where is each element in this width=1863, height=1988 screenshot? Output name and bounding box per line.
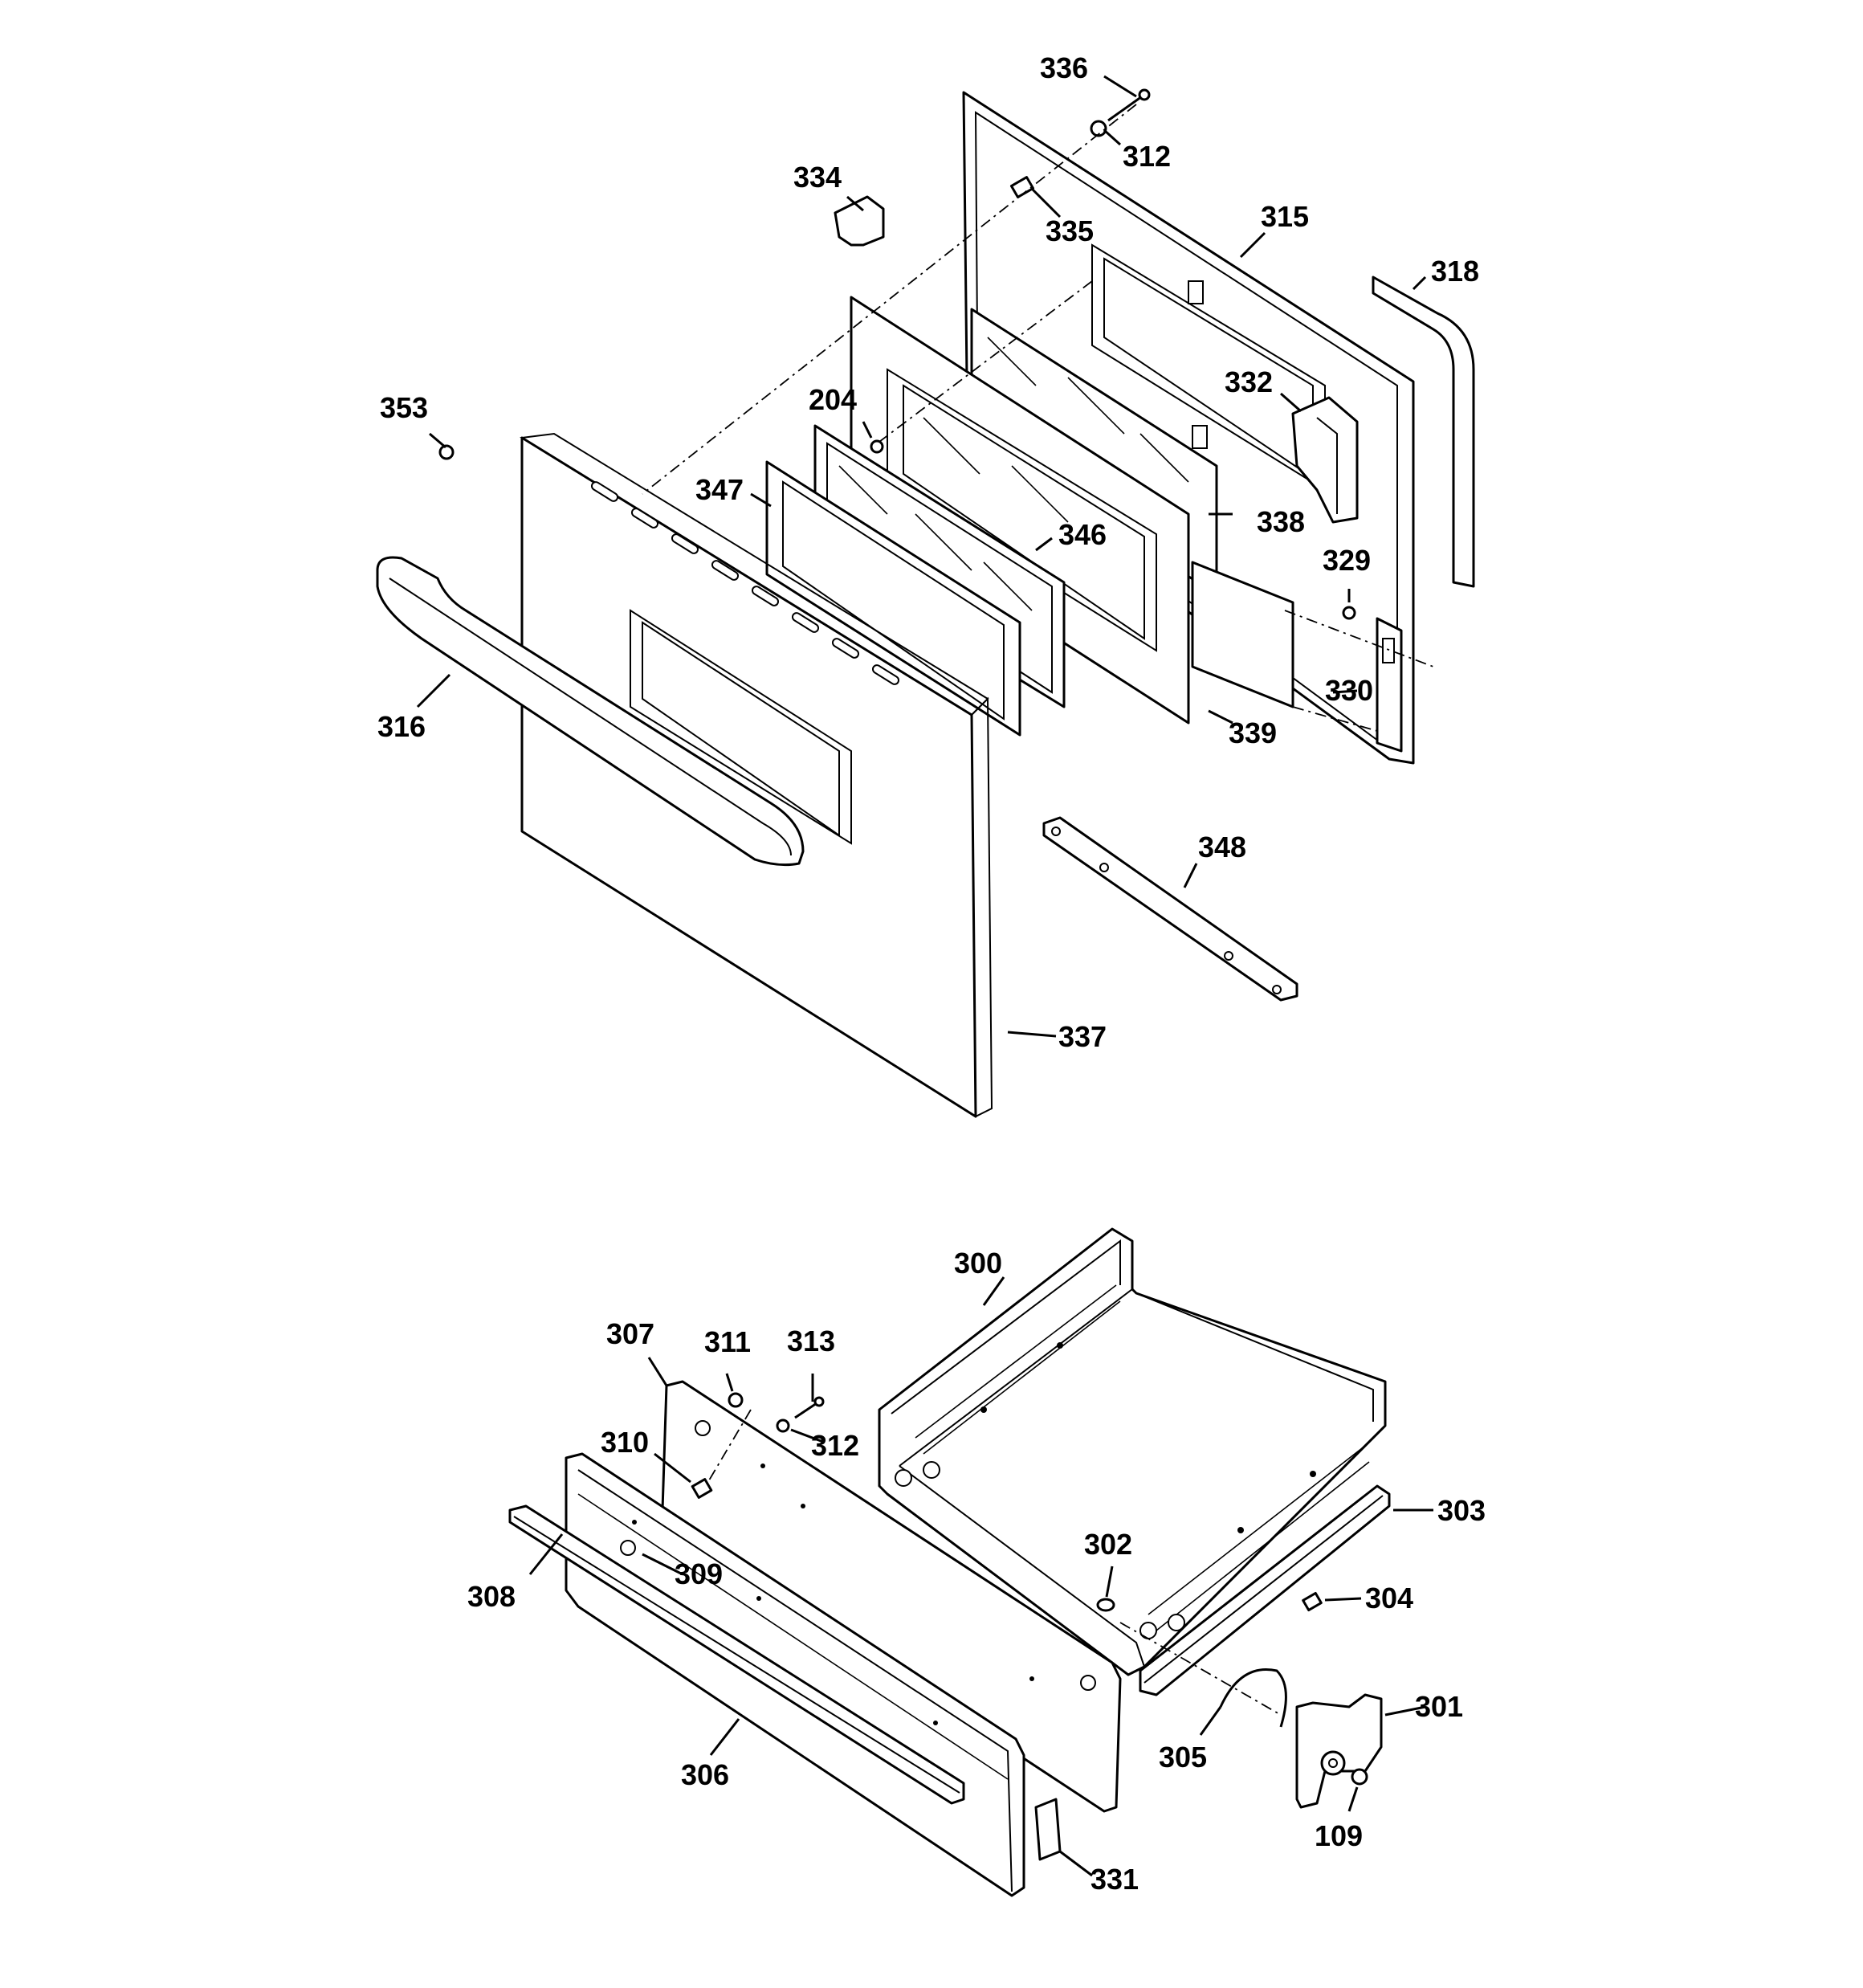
callout-346: 346 — [1058, 518, 1107, 551]
part-door-liner-frame — [850, 296, 1190, 725]
part-204-screw — [870, 439, 884, 454]
callout-335: 335 — [1046, 214, 1094, 247]
callout-318: 318 — [1431, 255, 1479, 288]
part-347-window-gasket — [765, 460, 1021, 737]
callout-330: 330 — [1325, 674, 1373, 707]
part-353-screw — [438, 444, 455, 460]
part-315-inner-door-panel — [962, 91, 1415, 765]
callout-353: 353 — [380, 391, 428, 424]
part-109-nut — [1351, 1768, 1368, 1786]
callout-303: 303 — [1437, 1494, 1486, 1527]
part-306-drawer-front — [565, 1452, 1025, 1897]
callout-313: 313 — [787, 1325, 835, 1357]
callout-311: 311 — [704, 1325, 751, 1358]
callout-307: 307 — [606, 1317, 654, 1350]
callout-339: 339 — [1229, 716, 1277, 749]
callout-329: 329 — [1323, 544, 1371, 577]
callout-109: 109 — [1315, 1819, 1363, 1852]
drawer-assembly — [508, 1227, 1391, 1897]
leader-lines — [416, 75, 1433, 1877]
callout-306: 306 — [681, 1758, 729, 1791]
callout-300: 300 — [954, 1247, 1002, 1280]
part-348-hinge-bar — [1042, 816, 1298, 1002]
callout-334: 334 — [793, 161, 842, 194]
callout-332: 332 — [1225, 365, 1273, 398]
callout-308: 308 — [467, 1580, 516, 1613]
part-303-drawer-rail — [1139, 1484, 1391, 1696]
part-312-washer-bottom — [776, 1419, 790, 1433]
callout-336: 336 — [1040, 51, 1088, 84]
callout-315: 315 — [1261, 200, 1309, 233]
callout-347: 347 — [695, 473, 744, 506]
part-311-nut — [728, 1392, 744, 1408]
part-313-screw — [794, 1396, 825, 1419]
callout-309: 309 — [675, 1557, 723, 1590]
part-304-stop — [1302, 1591, 1323, 1612]
part-305-wire-clip — [1219, 1668, 1287, 1728]
part-332-insulation — [1291, 396, 1359, 524]
part-302-roller — [1096, 1598, 1115, 1612]
part-308-drawer-trim — [508, 1504, 965, 1805]
callout-331: 331 — [1090, 1863, 1139, 1896]
oven-door-assembly — [376, 88, 1475, 1118]
callout-310: 310 — [601, 1426, 649, 1459]
callout-305: 305 — [1159, 1741, 1207, 1774]
part-336-screw — [1107, 88, 1151, 122]
callout-304: 304 — [1365, 1582, 1413, 1614]
part-337-outer-door-panel — [520, 432, 993, 1118]
part-331-bracket — [1034, 1798, 1062, 1861]
part-316-door-handle — [376, 556, 805, 867]
part-334-bracket — [834, 195, 885, 247]
callout-302: 302 — [1084, 1528, 1132, 1561]
callout-337: 337 — [1058, 1020, 1107, 1053]
callout-204: 204 — [809, 383, 857, 416]
part-329-screw — [1342, 606, 1356, 620]
callout-labels: 336 312 334 335 315 318 332 353 204 347 … — [377, 51, 1486, 1896]
callout-312-bottom: 312 — [811, 1429, 859, 1462]
part-318-side-trim — [1372, 276, 1475, 588]
callout-316: 316 — [377, 710, 426, 743]
callout-338: 338 — [1257, 505, 1305, 538]
callout-301: 301 — [1415, 1690, 1463, 1723]
callout-348: 348 — [1198, 831, 1246, 863]
callout-312-top: 312 — [1123, 140, 1171, 173]
part-300-drawer-body — [878, 1227, 1387, 1676]
part-301-slide-bracket — [1295, 1693, 1383, 1809]
part-312-washer-top — [1090, 120, 1107, 137]
